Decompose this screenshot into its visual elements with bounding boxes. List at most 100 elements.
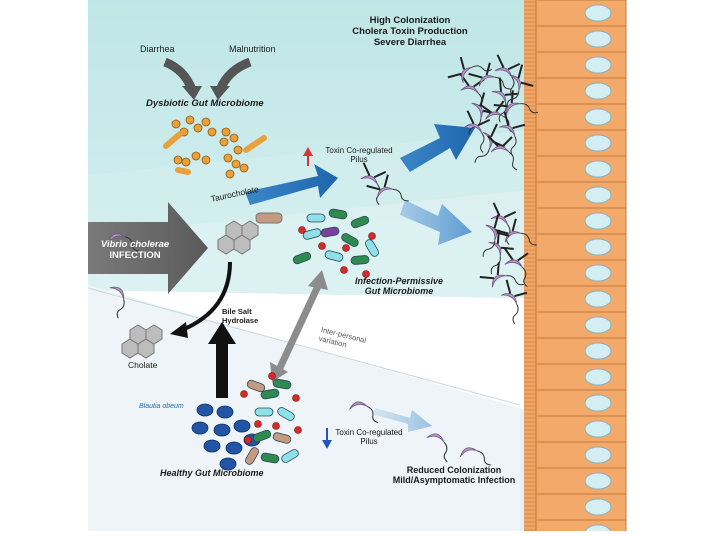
pilus — [493, 214, 500, 229]
rod-bacterium — [350, 255, 370, 265]
epithelial-cell — [535, 25, 627, 53]
cell-nucleus — [584, 30, 612, 48]
vibrio-cell — [109, 286, 125, 319]
flagellum — [512, 304, 519, 325]
vibrio-cell — [487, 135, 518, 171]
pilus — [490, 123, 498, 138]
pilus — [479, 92, 486, 107]
pilus — [514, 291, 528, 298]
epithelial-cell — [535, 129, 627, 157]
outcome-low-line1: Reduced Colonization — [406, 465, 502, 475]
rod-bacterium — [281, 449, 299, 463]
rod-bacterium — [341, 233, 359, 247]
coccus — [368, 232, 376, 240]
pilus — [511, 218, 517, 232]
vibrio-cell — [468, 62, 511, 90]
coccus — [221, 127, 231, 137]
pilus — [459, 56, 466, 70]
pilus — [366, 184, 381, 191]
epithelium — [524, 0, 627, 536]
malnutrition-label: Malnutrition — [229, 44, 276, 54]
rod-bacterium — [243, 135, 267, 153]
rod-bacterium — [246, 379, 266, 393]
coccus — [207, 127, 217, 137]
outcome-high-line3: Severe Diarrhea — [373, 36, 447, 48]
rod-bacterium — [328, 208, 348, 220]
coccus — [173, 155, 183, 165]
reduced-colonization-outcome: Reduced Colonization Mild/Asymptomatic I… — [380, 465, 528, 486]
epithelial-cell — [535, 311, 627, 339]
rod-body — [350, 215, 370, 229]
cell-nucleus — [584, 290, 612, 308]
cell-nucleus — [584, 342, 612, 360]
coccus — [298, 226, 306, 234]
lower-left-region — [88, 285, 520, 531]
coccus — [201, 117, 211, 127]
coccus — [191, 151, 201, 161]
flagellum — [116, 299, 125, 319]
rod-bacterium — [306, 213, 326, 223]
bile-salt-hydrolase-arrow — [208, 322, 236, 398]
rod-bacterium — [324, 250, 344, 262]
cholate-label: Cholate — [128, 360, 158, 370]
epithelial-cell — [535, 389, 627, 417]
blautia-cell — [203, 439, 221, 453]
vibrio-cells — [107, 54, 538, 466]
rod-bacterium — [245, 447, 259, 465]
pilus — [496, 231, 510, 237]
to-cholate-arrow — [181, 261, 232, 332]
rod-body — [281, 449, 299, 463]
vibrio-cell — [479, 262, 524, 288]
cholate-molecule — [121, 324, 163, 359]
rod-bacterium — [260, 452, 280, 464]
diarrhea-arrowhead — [182, 86, 202, 100]
cell-nucleus — [584, 82, 612, 100]
pilus — [510, 90, 514, 104]
coccus — [233, 145, 243, 155]
rod-body — [245, 447, 259, 465]
pilus — [485, 62, 491, 76]
coccus — [201, 155, 211, 165]
flagellum — [506, 275, 524, 286]
vibrio-cell — [490, 202, 517, 245]
coccus — [193, 123, 203, 133]
epithelial-cell — [535, 103, 627, 131]
pilus — [479, 275, 494, 280]
pilus — [496, 262, 500, 276]
cell-nucleus — [584, 420, 612, 438]
epithelial-cell — [535, 363, 627, 391]
rod-bacterium — [252, 429, 272, 443]
cell-nucleus — [584, 394, 612, 412]
tcp-up-line1: Toxin Co-regulated — [325, 146, 393, 155]
vibrio-cell — [459, 447, 491, 466]
cell-nucleus — [584, 316, 612, 334]
pilus — [503, 210, 517, 219]
outcome-low-line2: Mild/Asymptomatic Infection — [392, 475, 516, 486]
permissive-bacteria — [292, 208, 379, 278]
pilus — [466, 110, 475, 124]
cell-nucleus — [584, 108, 612, 126]
flagellum — [506, 90, 520, 107]
flagellum — [480, 132, 485, 153]
flagellum — [366, 405, 379, 424]
reduced-colonization-arrow — [372, 408, 432, 432]
coccus — [342, 244, 350, 252]
rod-body — [277, 407, 295, 421]
vibrio-cell — [426, 433, 448, 463]
pilus — [502, 136, 513, 147]
upper-blue-arrow-2 — [400, 124, 475, 172]
rod-body — [252, 429, 272, 443]
tcp-down-line2: Pilus — [360, 437, 378, 447]
coccus — [244, 436, 252, 444]
bsh-label: Bile Salt Hydrolase — [222, 307, 258, 325]
to-cholate-arrowhead — [170, 322, 188, 338]
pilus — [479, 103, 492, 114]
blautia-cell — [216, 405, 234, 419]
vibrio-cell — [366, 174, 409, 202]
coccus — [294, 426, 302, 434]
dysbiotic-bacteria — [163, 115, 267, 179]
outcome-high-line1: High Colonization — [369, 15, 451, 26]
vibrio-cell — [494, 218, 537, 246]
